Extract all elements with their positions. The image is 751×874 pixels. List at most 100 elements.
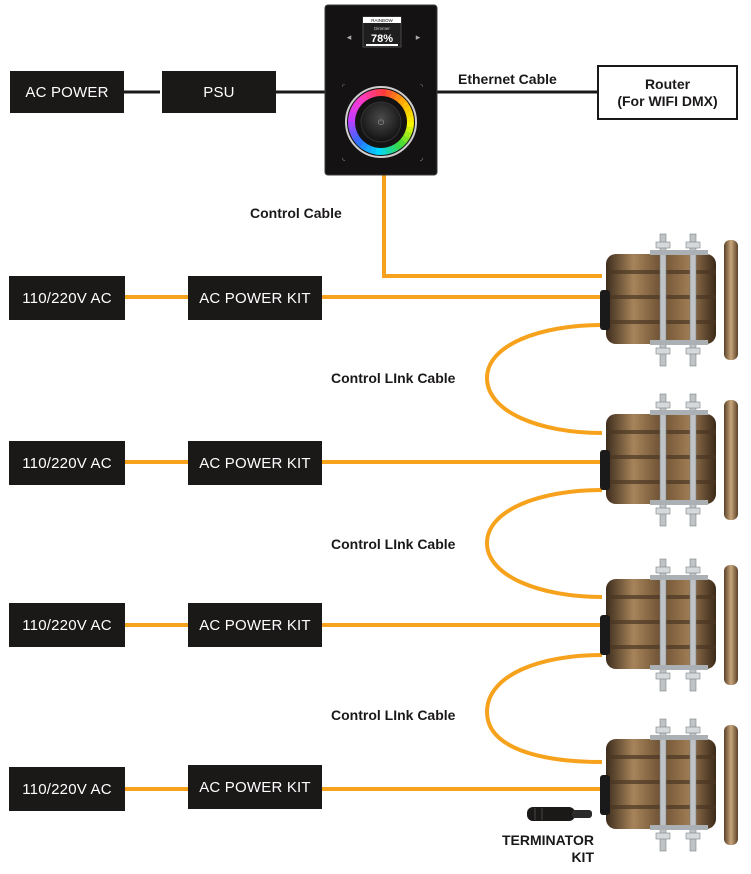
light-nut — [655, 832, 671, 840]
router-title: Router — [644, 75, 691, 92]
color-wheel-segment — [397, 96, 407, 106]
color-wheel-segment — [359, 93, 369, 103]
light-bracket — [650, 735, 708, 740]
row1-ac-block: 110/220V AC — [9, 276, 125, 320]
psu-block: PSU — [162, 71, 276, 113]
link-cable-label-2: Control LInk Cable — [331, 536, 456, 552]
color-wheel-segment — [352, 134, 362, 144]
row1-kit-block: AC POWER KIT — [188, 276, 322, 320]
controller-value: 78% — [371, 33, 393, 45]
light-seal — [600, 615, 610, 655]
underwater-light — [600, 393, 738, 527]
center-knob[interactable] — [360, 101, 402, 143]
color-wheel-segment — [403, 105, 413, 114]
color-wheel-segment — [347, 121, 356, 128]
color-wheel-segment — [348, 126, 357, 134]
terminator-line1: TERMINATOR — [501, 832, 594, 848]
underwater-light — [600, 558, 738, 692]
terminator-kit-label: TERMINATOR KIT — [484, 832, 594, 866]
corner-button-icon[interactable]: ◟ — [342, 153, 346, 162]
light-nut — [655, 401, 671, 409]
color-wheel-segment — [355, 96, 365, 106]
corner-button-icon[interactable]: ◜ — [342, 82, 346, 91]
light-bolt — [689, 558, 697, 692]
light-flange — [724, 725, 738, 845]
color-wheel-segment — [375, 89, 382, 97]
color-wheel-segment — [393, 141, 403, 151]
light-nut — [685, 507, 701, 515]
controller-mode: Dimmer — [374, 26, 390, 31]
light-seal — [600, 450, 610, 490]
corner-button-icon[interactable]: ◝ — [420, 82, 424, 91]
row2-ac-block: 110/220V AC — [9, 441, 125, 485]
light-nut — [655, 347, 671, 355]
left-arrow-icon[interactable]: ◂ — [347, 32, 352, 42]
color-wheel-segment — [381, 89, 388, 97]
light-nut — [655, 241, 671, 249]
color-wheel-segment — [400, 135, 410, 144]
light-bracket — [650, 825, 708, 830]
light-seal — [600, 775, 610, 815]
light-flange — [724, 565, 738, 685]
control-cable-label: Control Cable — [250, 205, 342, 221]
light-bracket — [650, 575, 708, 580]
ethernet-cable-label: Ethernet Cable — [458, 71, 557, 87]
row4-kit-block: AC POWER KIT — [188, 765, 322, 809]
underwater-light — [600, 718, 738, 852]
color-wheel-segment — [380, 147, 387, 155]
light-nut — [655, 726, 671, 734]
color-wheel-segment — [385, 146, 393, 155]
terminator-line2: KIT — [571, 849, 594, 865]
color-wheel-segment — [406, 116, 414, 123]
light-bolt — [659, 558, 667, 692]
color-wheel-segment — [364, 90, 373, 100]
color-wheel-segment — [369, 89, 377, 98]
light-bolt — [689, 718, 697, 852]
link-loop-2 — [484, 488, 603, 599]
router-block: Router (For WIFI DMX) — [597, 65, 738, 120]
color-wheel-segment — [389, 90, 398, 100]
light-bracket — [650, 665, 708, 670]
light-flange — [724, 240, 738, 360]
underwater-light — [600, 233, 738, 367]
row3-kit-block: AC POWER KIT — [188, 603, 322, 647]
color-wheel-segment — [400, 100, 410, 110]
link-cable-label-3: Control LInk Cable — [331, 707, 456, 723]
light-bolt — [659, 233, 667, 367]
light-bracket — [650, 410, 708, 415]
color-wheel-segment — [355, 138, 365, 148]
light-nut — [685, 566, 701, 574]
color-wheel-segment — [352, 100, 362, 109]
color-wheel-segment — [389, 144, 398, 154]
light-bolt — [689, 393, 697, 527]
color-wheel-segment — [403, 130, 413, 139]
light-bolt — [659, 718, 667, 852]
color-wheel-segment — [349, 105, 359, 114]
power-icon[interactable]: ⏻ — [378, 118, 385, 127]
light-flange — [724, 400, 738, 520]
ac-power-block: AC POWER — [10, 71, 124, 113]
light-bracket — [650, 340, 708, 345]
right-arrow-icon[interactable]: ▸ — [416, 32, 421, 42]
color-wheel-segment — [406, 122, 414, 129]
color-wheel-segment — [394, 93, 403, 103]
controller-brand: RAINBOW — [371, 18, 393, 23]
light-nut — [685, 832, 701, 840]
color-wheel-segment — [374, 147, 381, 155]
link-loop-1 — [484, 323, 603, 435]
color-wheel[interactable] — [345, 86, 417, 158]
light-bracket — [650, 500, 708, 505]
row3-ac-block: 110/220V AC — [9, 603, 125, 647]
link-cable-label-1: Control LInk Cable — [331, 370, 456, 386]
terminator-kit-image — [527, 807, 592, 821]
light-nut — [655, 672, 671, 680]
row4-ac-block: 110/220V AC — [9, 767, 125, 811]
light-nut — [685, 347, 701, 355]
row2-kit-block: AC POWER KIT — [188, 441, 322, 485]
corner-button-icon[interactable]: ◞ — [420, 153, 424, 162]
color-wheel-segment — [405, 110, 414, 118]
color-wheel-segment — [364, 144, 373, 154]
light-bracket — [650, 250, 708, 255]
lights-group — [600, 233, 738, 852]
